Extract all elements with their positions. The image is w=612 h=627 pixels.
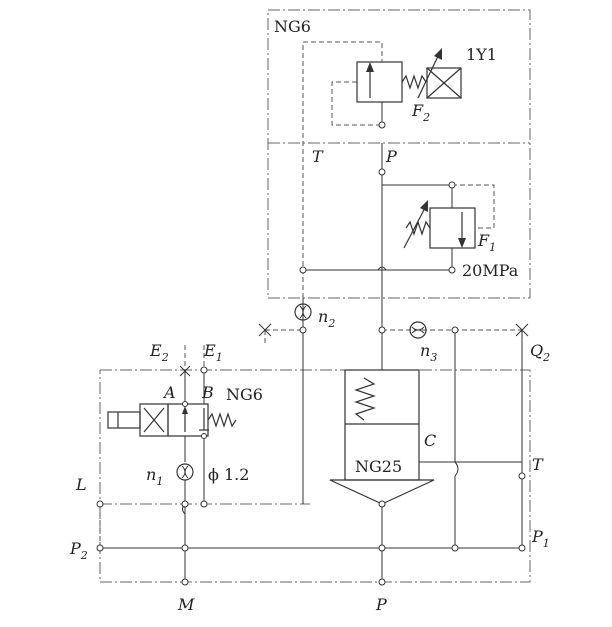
label-ng6-mid: NG6 [226, 385, 263, 404]
label-e2: E2 [149, 341, 169, 364]
port-markers [96, 121, 526, 586]
throttle-n1-mark [181, 465, 189, 479]
f2-pilot-line [331, 81, 383, 126]
plug-q2 [515, 323, 529, 337]
f2-spring [401, 74, 427, 90]
label-ng6-top: NG6 [274, 17, 311, 36]
label-ng25: NG25 [355, 457, 402, 476]
throttle-n3-mark [411, 326, 425, 334]
t-line-hop [454, 461, 459, 477]
label-m: M [177, 595, 195, 614]
line-crossover-hop [377, 266, 387, 271]
cartridge-poppet [329, 479, 435, 505]
f1-adjust-arrow [403, 205, 427, 249]
label-l: L [75, 475, 87, 494]
label-orifice: ϕ 1.2 [208, 465, 249, 484]
label-t-right: T [532, 455, 544, 474]
label-p2: P2 [69, 539, 88, 562]
label-n2: n2 [318, 307, 335, 330]
solenoid-1y1-box [426, 67, 462, 99]
throttle-n3 [409, 321, 427, 339]
label-20mpa: 20MPa [462, 261, 519, 280]
f1-arrow-head [458, 238, 466, 248]
f1-outlet-line [303, 248, 453, 271]
throttle-n2 [294, 303, 312, 321]
label-port-a: A [162, 383, 176, 402]
label-f2: F2 [411, 101, 430, 124]
dir-valve-solenoid [107, 411, 141, 429]
label-p-bottom: P [375, 595, 387, 614]
label-p-top: P [385, 147, 397, 166]
label-n1: n1 [146, 465, 163, 488]
dir-valve-arrow-up-head [182, 406, 188, 414]
plug-e2 [179, 365, 191, 377]
label-f1: F1 [477, 231, 496, 254]
f2-arrow-head [366, 62, 374, 72]
dir-valve-spring [207, 412, 237, 428]
f1-valve-body [429, 207, 476, 249]
proportional-arrow [417, 51, 441, 99]
label-c: C [424, 431, 436, 450]
label-q2: Q2 [530, 341, 550, 364]
plug-left [258, 323, 272, 337]
f1-inlet-line [381, 172, 453, 208]
proportional-arrow-head [434, 48, 442, 60]
dir-valve-cross-b [143, 407, 165, 433]
f2-valve-body [356, 61, 403, 103]
label-n3: n3 [420, 341, 437, 364]
label-p1: P1 [531, 527, 550, 550]
top-block-boundary [267, 9, 531, 299]
label-port-b: B [201, 383, 214, 402]
throttle-n2-mark [299, 305, 307, 319]
f1-spring [405, 220, 431, 236]
f2-drain-line [302, 41, 383, 298]
label-1y1: 1Y1 [466, 45, 497, 64]
f1-adjust-arrow-head [420, 200, 428, 212]
f1-pilot-line [452, 184, 495, 229]
label-t-top: T [312, 147, 324, 166]
solenoid-1y1-diag-b [426, 67, 462, 99]
throttle-n1 [176, 463, 194, 481]
dir-valve-right-cell [167, 403, 209, 437]
label-e1: E1 [203, 341, 223, 364]
cartridge-spring [354, 377, 376, 421]
